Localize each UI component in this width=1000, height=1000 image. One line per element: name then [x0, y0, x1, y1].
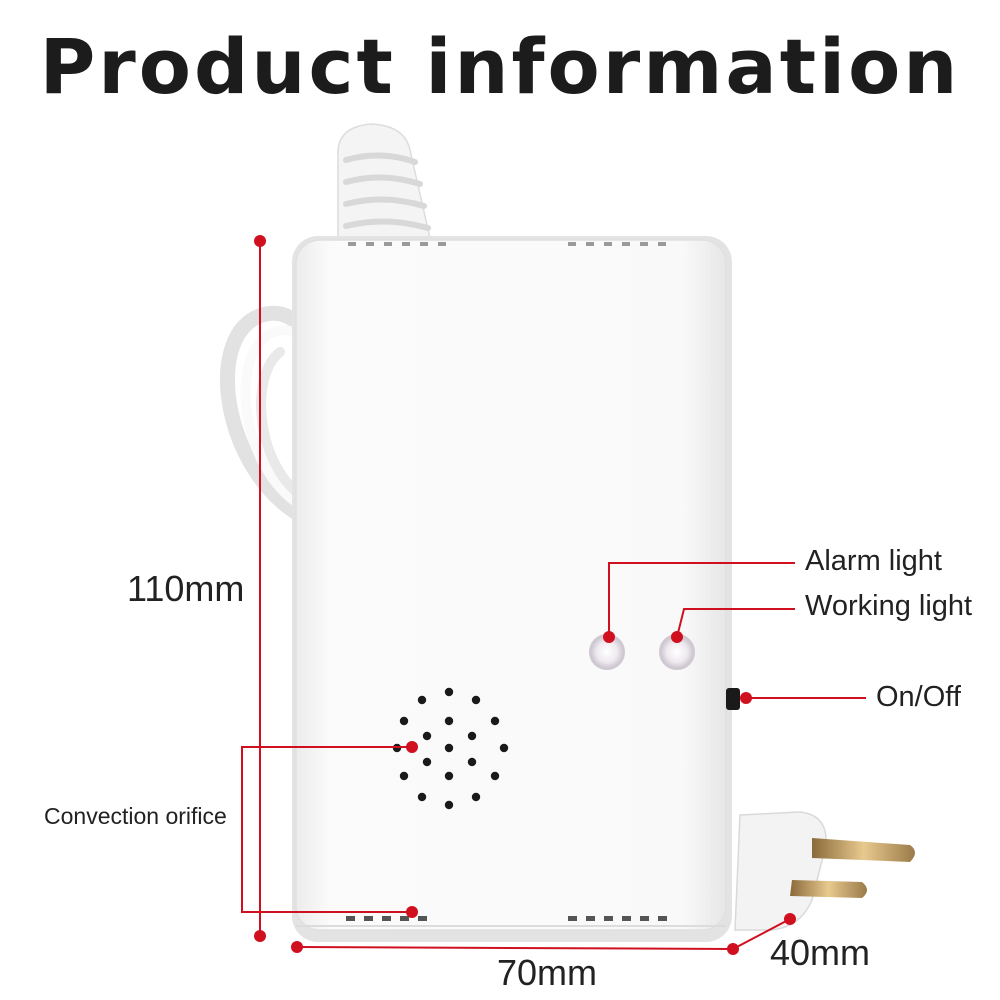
convection-holes	[392, 687, 509, 810]
strain-relief	[337, 123, 431, 239]
page-title: Product information	[39, 22, 961, 111]
width-dimension-line	[296, 946, 734, 950]
height-label: 110mm	[127, 568, 245, 609]
annotation-lines	[241, 241, 866, 950]
working-light-leader	[676, 608, 795, 638]
convection-leader	[241, 746, 412, 913]
depth-label: 40mm	[770, 932, 871, 973]
alarm-light-label: Alarm light	[805, 545, 942, 577]
convection-orifice-label: Convection orifice	[44, 803, 227, 829]
bottom-vents	[346, 916, 667, 921]
on-off-label: On/Off	[876, 681, 961, 713]
eu-plug	[734, 811, 915, 931]
width-label: 70mm	[497, 952, 598, 993]
alarm-light-leader	[608, 562, 795, 637]
detector-body	[292, 236, 740, 942]
top-vents	[348, 242, 666, 246]
power-switch	[726, 688, 740, 710]
depth-dimension-line	[732, 918, 791, 950]
working-light-label: Working light	[805, 590, 973, 622]
annotation-dots	[254, 235, 796, 955]
